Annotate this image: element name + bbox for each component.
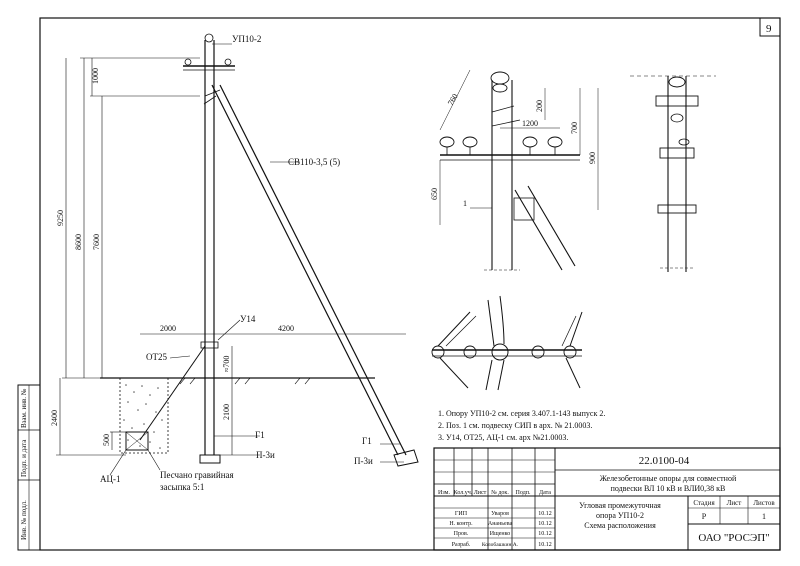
dim-900: 900 <box>588 152 597 164</box>
dim-700b: 700 <box>570 122 579 134</box>
person-2: Ананьева <box>488 521 513 527</box>
dim-2000: 2000 <box>160 324 176 333</box>
main-drawing-labels: УП10-2 СВ110-3,5 (5) У14 ОТ25 Г1 П-3и Г1… <box>100 34 373 492</box>
doc-code: 22.0100-04 <box>639 455 690 467</box>
notes: 1. Опору УП10-2 см. серия 3.407.1-143 вы… <box>438 409 605 442</box>
sheet-label: Лист <box>727 499 742 507</box>
label-sand-2: засыпка 5:1 <box>160 482 204 492</box>
label-g1-a: Г1 <box>255 430 265 440</box>
stamp-podp-data: Подп. и дата <box>20 439 28 477</box>
main-pole-drawing <box>56 33 419 476</box>
label-up10-2: УП10-2 <box>232 34 261 44</box>
title-block-text: 22.0100-04 Железобетонные опоры для совм… <box>438 455 775 548</box>
company-name: ОАО "РОСЭП" <box>698 532 769 544</box>
stamp-vzam-inv: Взам. инв. № <box>20 388 28 428</box>
stage-label: Стадия <box>693 499 715 507</box>
note-3: 3. У14, ОТ25, АЦ-1 см. арх №21.0003. <box>438 433 568 442</box>
role-prov: Пров. <box>454 531 469 537</box>
doc-name-1: Угловая промежуточная <box>579 501 661 510</box>
label-p3i-b: П-3и <box>354 456 373 466</box>
sheets-value: 1 <box>762 512 766 521</box>
col-izm: Изм. <box>438 490 450 496</box>
dim-700: ≈700 <box>222 356 231 372</box>
dim-9250: 9250 <box>56 210 65 226</box>
col-kol-uch: Кол.уч. <box>454 490 473 496</box>
role-n-kontr: Н. контр. <box>449 521 473 527</box>
plan-view <box>431 295 583 391</box>
label-pos1: 1 <box>463 199 467 208</box>
person-1: Уваров <box>491 511 509 517</box>
dim-1000: 1000 <box>91 68 100 84</box>
main-dimension-texts: 1000 9250 8600 7600 2000 4200 ≈700 2100 … <box>50 68 294 446</box>
label-ot25: ОТ25 <box>146 352 167 362</box>
dim-500: 500 <box>102 434 111 446</box>
dim-2100: 2100 <box>222 404 231 420</box>
title-block <box>433 447 781 551</box>
person-4: Колобашкин А. <box>482 541 519 548</box>
dim-2400: 2400 <box>50 410 59 426</box>
dim-7600: 7600 <box>92 234 101 250</box>
role-razrab: Разраб. <box>452 541 471 548</box>
doc-desc-1: Железобетонные опоры для совместной <box>600 474 737 483</box>
date-4: 10.12 <box>538 542 552 548</box>
stage-value: Р <box>702 512 707 521</box>
detail-dimension-texts: 760 200 1200 700 900 650 1 <box>430 92 597 208</box>
col-data: Дата <box>539 490 551 496</box>
label-g1-b: Г1 <box>362 436 372 446</box>
doc-desc-2: подвески ВЛ 10 кВ и ВЛИ0,38 кВ <box>611 484 726 493</box>
label-brace: СВ110-3,5 (5) <box>288 157 340 167</box>
dim-4200: 4200 <box>278 324 294 333</box>
dim-8600: 8600 <box>74 234 83 250</box>
sheet-frame <box>17 17 781 551</box>
col-podp: Подп. <box>516 490 531 496</box>
note-1: 1. Опору УП10-2 см. серия 3.407.1-143 вы… <box>438 409 605 418</box>
date-3: 10.12 <box>538 531 552 537</box>
doc-name-3: Схема расположения <box>584 521 656 530</box>
date-2: 10.12 <box>538 521 552 527</box>
col-list: Лист <box>474 490 487 496</box>
detail-view <box>439 69 599 271</box>
side-view <box>630 75 716 272</box>
stamp-inv-podl: Инв. № подл. <box>20 500 28 540</box>
col-n-dok: № док. <box>491 490 509 496</box>
role-gip: ГИП <box>455 511 468 517</box>
side-stamp: Инв. № подл. Подп. и дата Взам. инв. № <box>20 388 28 540</box>
doc-name-2: опора УП10-2 <box>596 511 644 520</box>
note-2: 2. Поз. 1 см. подвеску СИП в арх. № 21.0… <box>438 421 592 430</box>
label-atc1: АЦ-1 <box>100 474 121 484</box>
dim-650: 650 <box>430 188 439 200</box>
person-3: Ищенко <box>490 531 510 537</box>
sheets-label: Листов <box>753 499 775 507</box>
label-u14: У14 <box>240 314 256 324</box>
date-1: 10.12 <box>538 511 552 517</box>
sheet-number: 9 <box>766 23 772 35</box>
label-sand-1: Песчано гравийная <box>160 470 234 480</box>
dim-1200: 1200 <box>522 119 538 128</box>
dim-200: 200 <box>535 100 544 112</box>
label-p3i-a: П-3и <box>256 450 275 460</box>
